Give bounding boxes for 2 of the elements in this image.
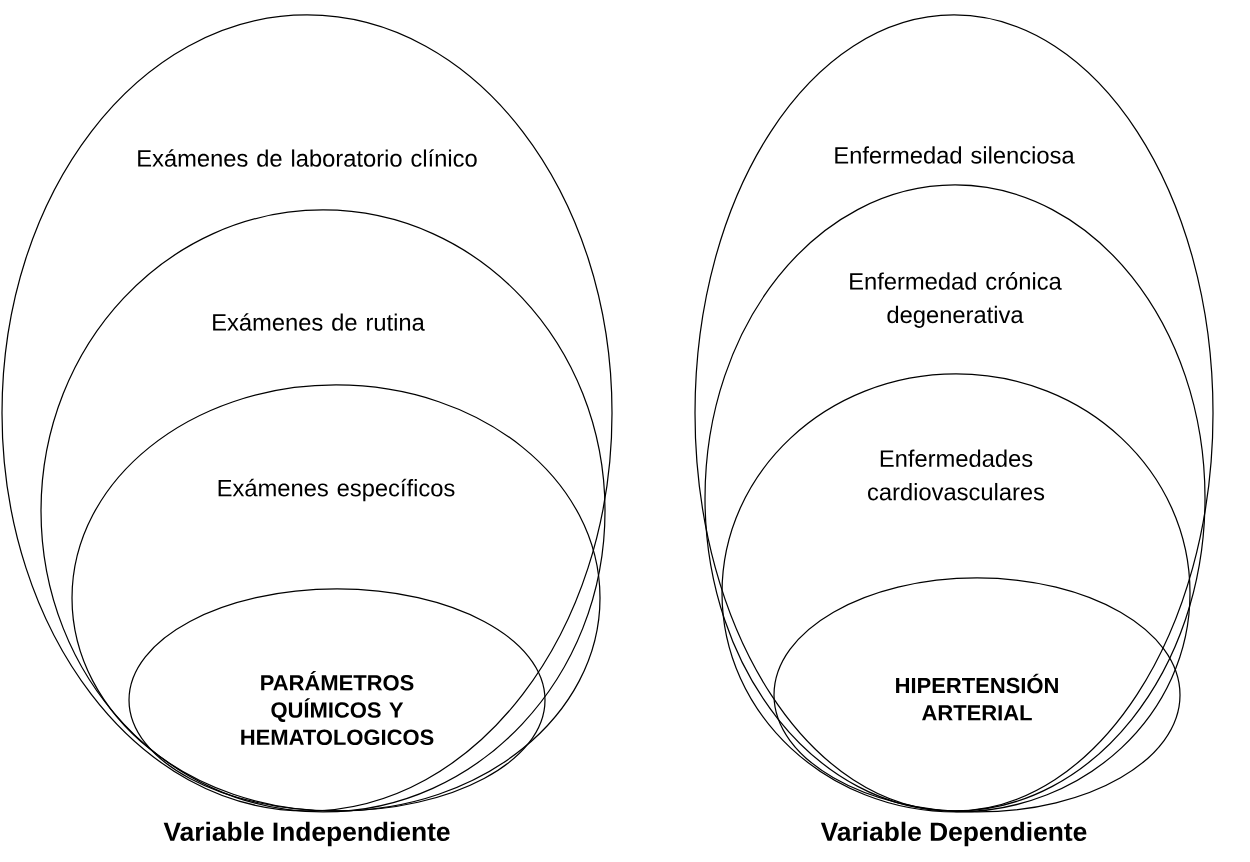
- node-label: Variable Dependiente: [820, 821, 1087, 847]
- node-label: Variable Independiente: [163, 821, 450, 847]
